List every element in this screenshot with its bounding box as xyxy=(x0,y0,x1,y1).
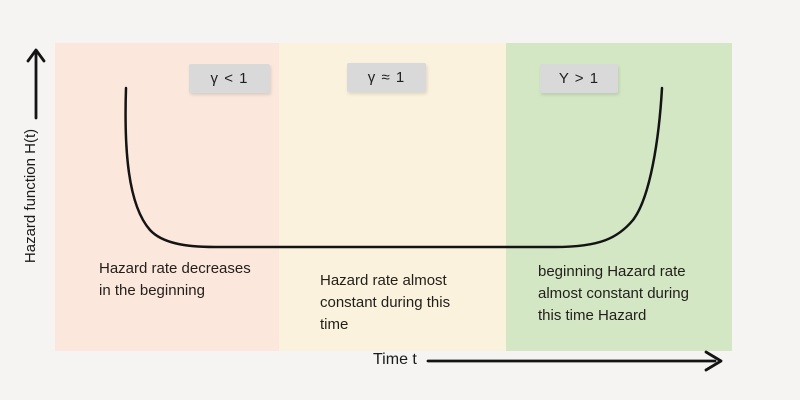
y-axis-arrow xyxy=(26,48,46,120)
x-axis-arrow xyxy=(426,350,723,372)
region-description-decreasing: Hazard rate decreases in the beginning xyxy=(99,260,251,299)
x-axis-label: Time t xyxy=(373,351,417,368)
region-description-increasing: beginning Hazard rate almost constant du… xyxy=(538,263,689,324)
gamma-approx-1-badge: γ ≈ 1 xyxy=(347,63,426,92)
gamma-less-than-1-badge: γ < 1 xyxy=(189,64,270,93)
gamma-greater-than-1-badge: Υ > 1 xyxy=(540,64,618,93)
y-axis-label: Hazard function H(t) xyxy=(22,128,39,264)
region-description-constant: Hazard rate almost constant during this … xyxy=(320,272,451,333)
